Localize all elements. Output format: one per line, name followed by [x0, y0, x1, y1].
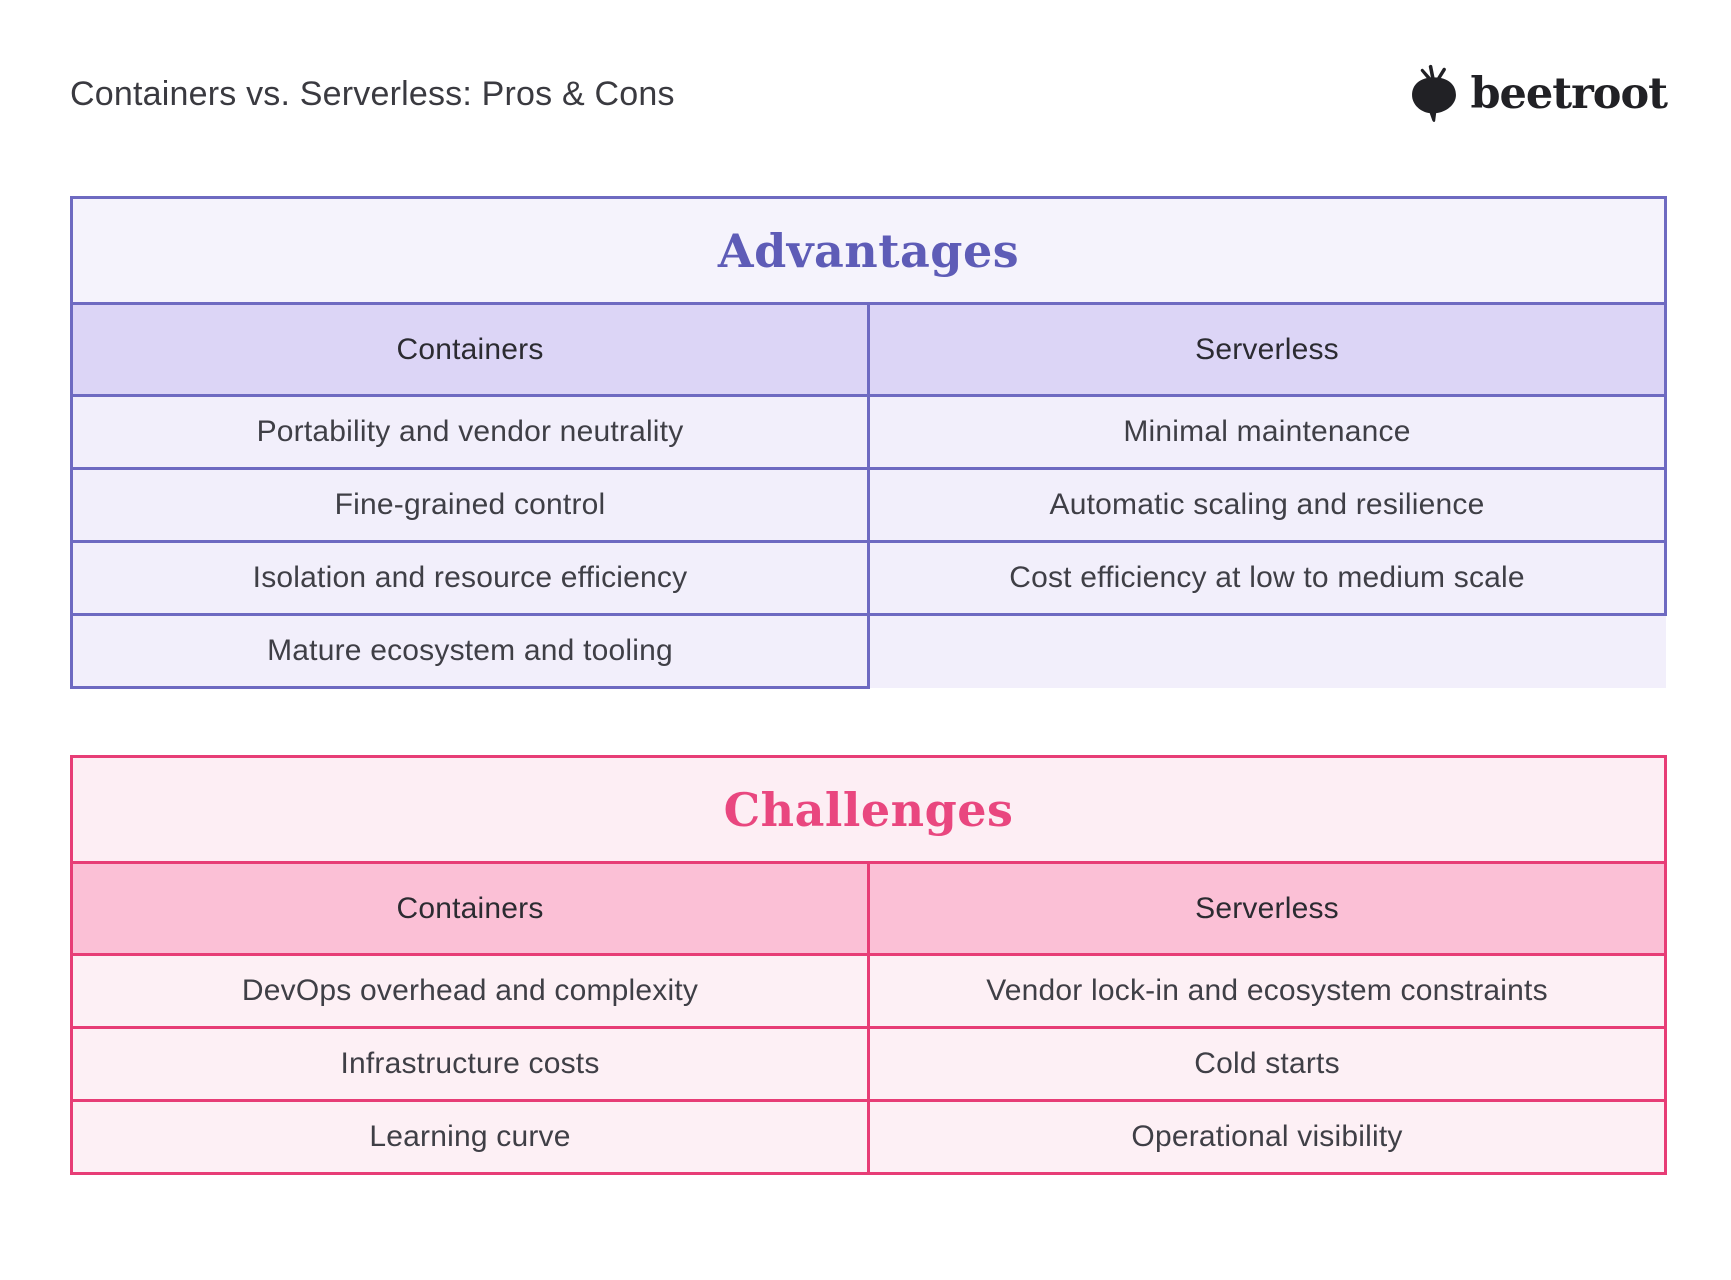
advantages-containers-cell-4: Mature ecosystem and tooling — [70, 613, 870, 689]
advantages-containers-cell-2: Fine-grained control — [70, 467, 870, 543]
advantages-col-containers: Containers — [70, 302, 870, 397]
challenges-containers-cell-2: Infrastructure costs — [70, 1026, 870, 1102]
table-row: Infrastructure costs Cold starts — [70, 1026, 1667, 1102]
advantages-serverless-cell-1: Minimal maintenance — [867, 394, 1667, 470]
challenges-serverless-cell-1: Vendor lock-in and ecosystem constraints — [867, 953, 1667, 1029]
challenges-table: Challenges Containers Serverless DevOps … — [70, 755, 1667, 1175]
challenges-serverless-cell-2: Cold starts — [867, 1026, 1667, 1102]
table-row: Fine-grained control Automatic scaling a… — [70, 467, 1667, 543]
beetroot-icon — [1406, 61, 1462, 128]
advantages-header-row: Containers Serverless — [70, 302, 1667, 397]
challenges-containers-cell-1: DevOps overhead and complexity — [70, 953, 870, 1029]
infographic-page: Containers vs. Serverless: Pros & Cons b… — [70, 60, 1668, 1175]
topbar: Containers vs. Serverless: Pros & Cons b… — [70, 60, 1668, 128]
challenges-col-containers: Containers — [70, 861, 870, 956]
challenges-containers-cell-3: Learning curve — [70, 1099, 870, 1175]
advantages-containers-cell-1: Portability and vendor neutrality — [70, 394, 870, 470]
challenges-title-row: Challenges — [70, 755, 1667, 864]
challenges-serverless-cell-3: Operational visibility — [867, 1099, 1667, 1175]
challenges-col-serverless: Serverless — [867, 861, 1667, 956]
advantages-serverless-empty-cell — [868, 614, 1666, 688]
beetroot-logo: beetroot — [1406, 61, 1668, 128]
advantages-serverless-cell-3: Cost efficiency at low to medium scale — [867, 540, 1667, 616]
advantages-serverless-cell-2: Automatic scaling and resilience — [867, 467, 1667, 543]
table-row: Mature ecosystem and tooling — [70, 613, 1666, 689]
advantages-col-serverless: Serverless — [867, 302, 1667, 397]
table-row: Learning curve Operational visibility — [70, 1099, 1667, 1175]
challenges-title: Challenges — [70, 755, 1667, 864]
table-row: Isolation and resource efficiency Cost e… — [70, 540, 1667, 616]
page-title: Containers vs. Serverless: Pros & Cons — [70, 74, 675, 113]
advantages-title: Advantages — [70, 196, 1667, 305]
advantages-title-row: Advantages — [70, 196, 1667, 305]
table-row: Portability and vendor neutrality Minima… — [70, 394, 1667, 470]
advantages-containers-cell-3: Isolation and resource efficiency — [70, 540, 870, 616]
challenges-header-row: Containers Serverless — [70, 861, 1667, 956]
logo-wordmark: beetroot — [1470, 69, 1668, 119]
advantages-table: Advantages Containers Serverless Portabi… — [70, 196, 1667, 689]
table-row: DevOps overhead and complexity Vendor lo… — [70, 953, 1667, 1029]
